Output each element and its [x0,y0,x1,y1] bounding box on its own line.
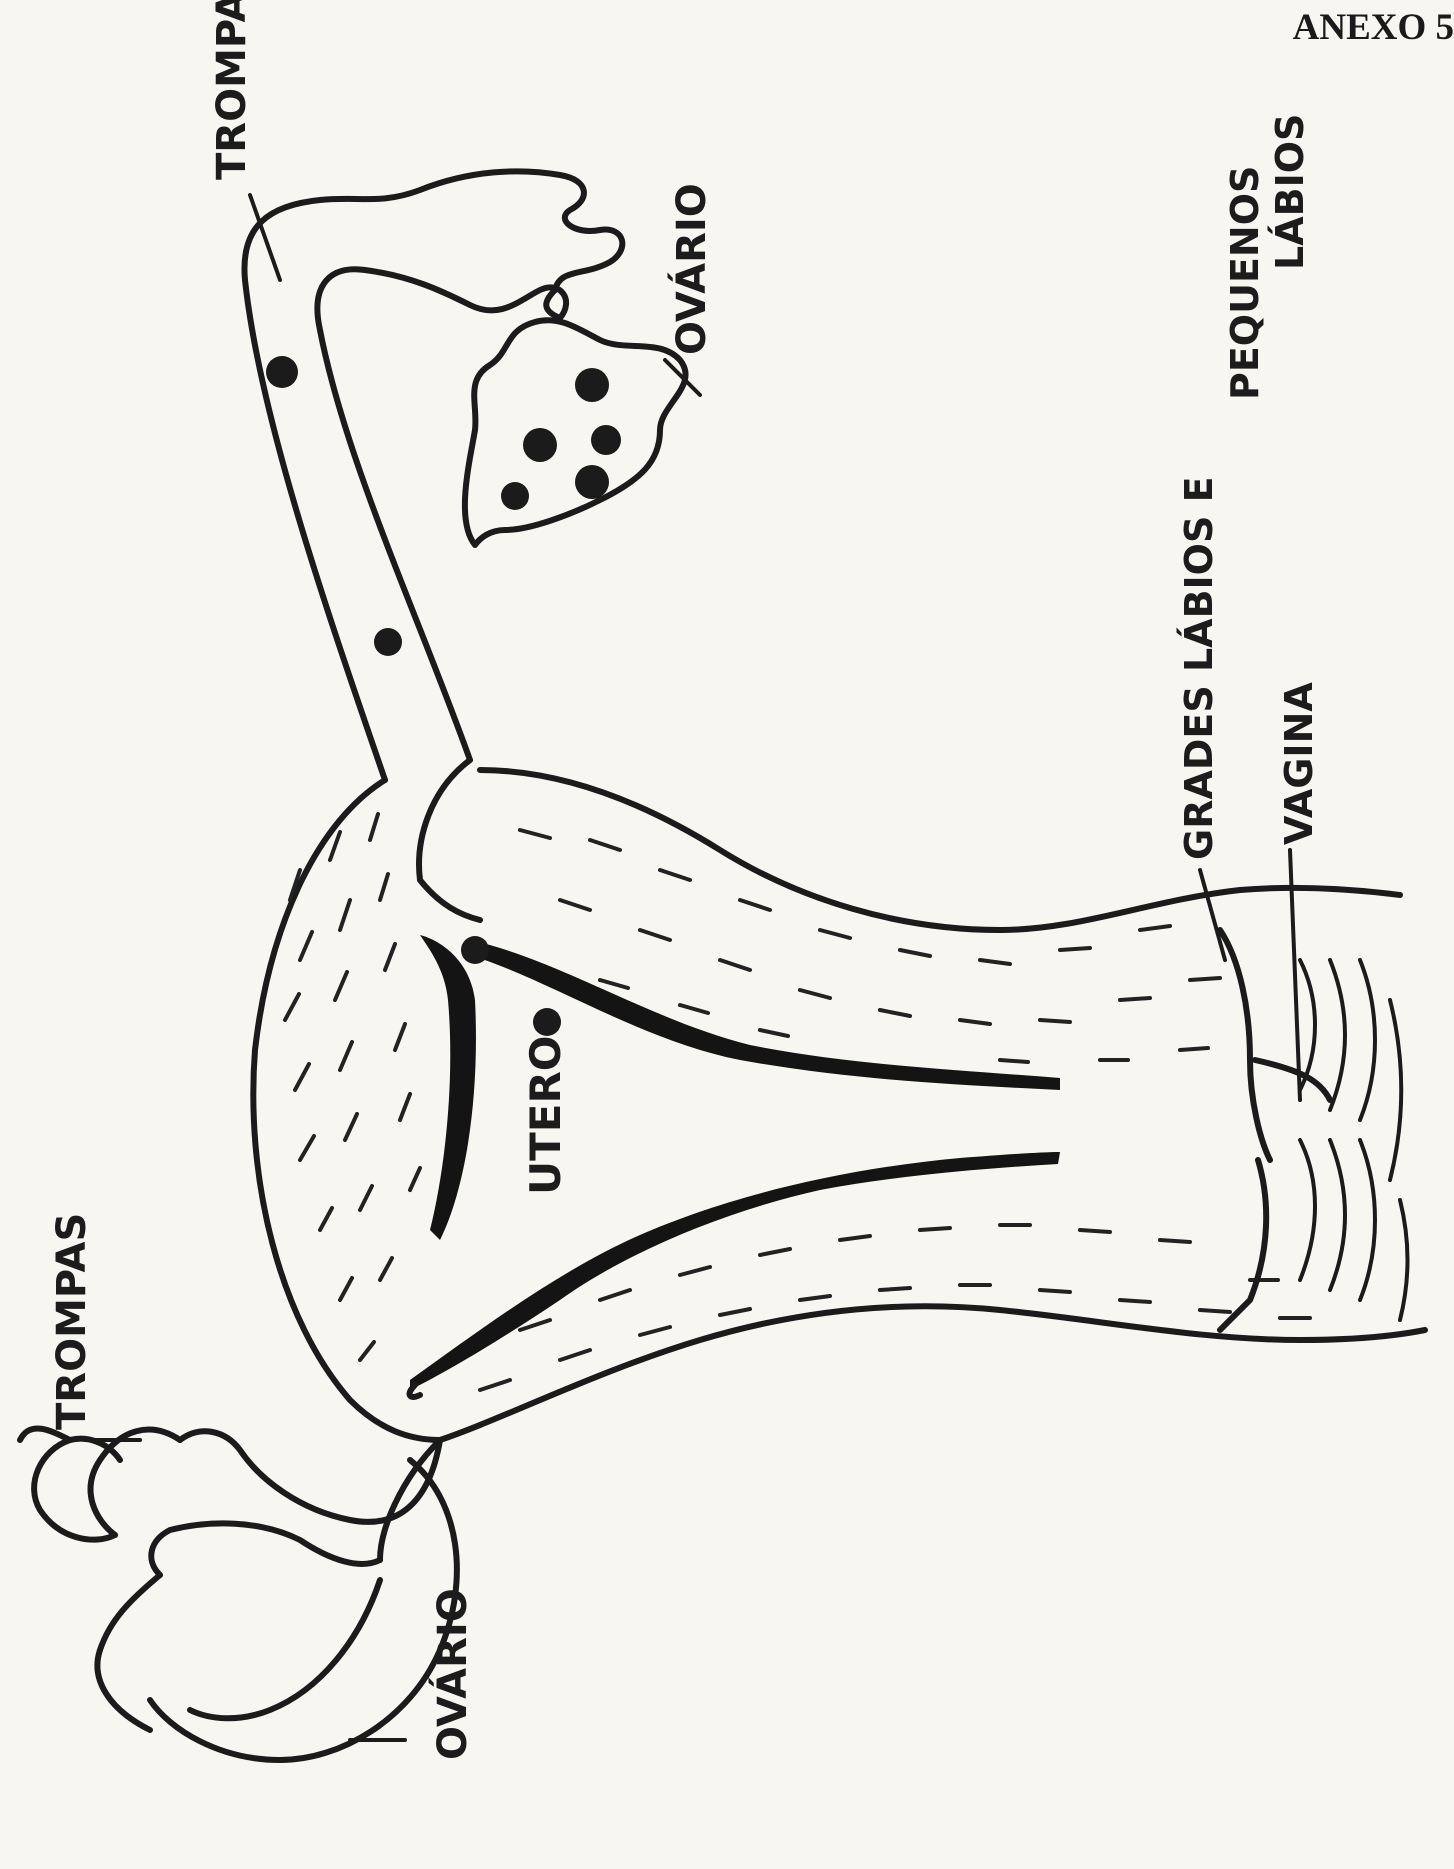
tube-dot [266,356,298,388]
uterus [253,760,1425,1440]
tube-dot [374,628,402,656]
fallopian-tube-top [244,171,622,780]
label-trompas-top: TROMPAS [209,0,255,180]
label-utero: UTERO [521,1036,570,1196]
label-labia-line3: LÁBIOS [1268,114,1312,270]
label-ovario-bottom: OVÁRIO [428,1588,476,1760]
fallopian-tube-left [20,1428,440,1730]
label-labia-line2: PEQUENOS [1223,166,1267,400]
vagina-region [1220,930,1408,1330]
label-labia-line1: GRADES LÁBIOS E [1177,476,1221,860]
label-vagina: VAGINA [1277,682,1321,845]
label-trompas-left: TROMPAS [49,1213,95,1430]
ovary-top [465,320,686,545]
label-ovario-top: OVÁRIO [667,183,715,355]
